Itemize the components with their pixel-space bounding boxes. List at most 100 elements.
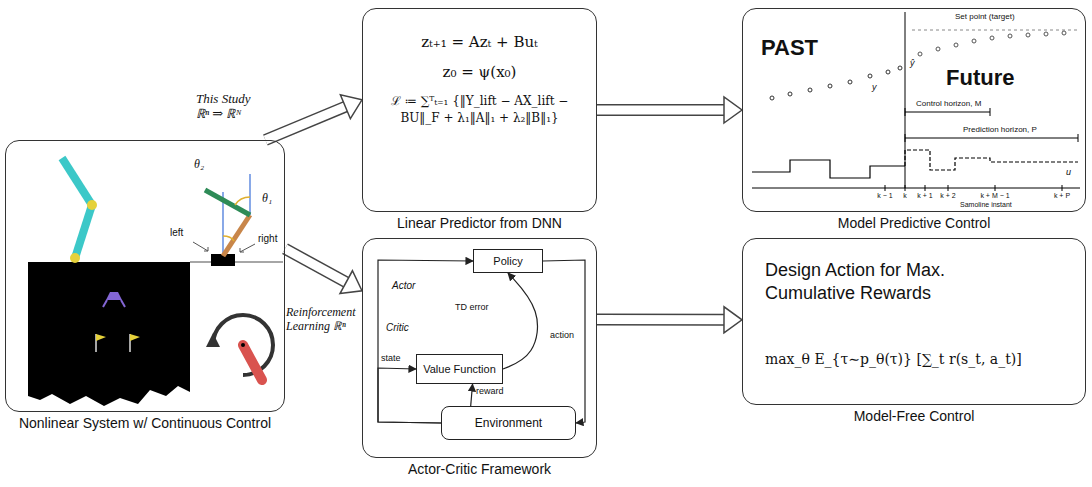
hollow-arrow <box>597 104 724 116</box>
data-point <box>886 70 890 74</box>
hollow-arrowhead <box>724 307 742 333</box>
rotation-arrowhead <box>206 333 220 347</box>
panel-box: PASTFutureModel Predictive Control <box>742 8 1086 212</box>
annotation-label: Control horizon, M <box>916 99 981 108</box>
data-point <box>808 88 812 92</box>
flag <box>96 334 106 341</box>
connector <box>543 260 585 423</box>
acrobot <box>62 158 97 263</box>
panel-box: Design Action for Max. Cumulative Reward… <box>742 238 1086 405</box>
hollow-arrowhead <box>724 97 742 123</box>
data-point <box>868 74 872 78</box>
angle-arc <box>223 236 234 241</box>
horizon-bar <box>905 134 1078 142</box>
annotation-label: k + 1 <box>905 192 945 200</box>
node-text: Policy <box>493 255 522 267</box>
lander-legs <box>103 300 125 307</box>
panel-box: Actor-Critic FrameworkPolicyValue Functi… <box>362 238 597 458</box>
connector <box>378 260 473 423</box>
data-point <box>848 80 852 84</box>
data-point <box>1062 31 1066 35</box>
connector <box>503 273 537 369</box>
acrobot-joint <box>70 253 80 263</box>
data-point <box>788 92 792 96</box>
flow-arrow <box>543 260 585 423</box>
annotation-label: Actor <box>392 280 415 292</box>
data-point <box>770 96 774 100</box>
hollow-arrow-fill <box>597 106 724 115</box>
node-text: ℒ ≔ ∑ᵀₜ₌₁ {‖Y_lift − AX_lift − BU‖_F + λ… <box>374 93 586 128</box>
hollow-arrowhead <box>340 271 362 294</box>
connector <box>285 249 362 294</box>
connector <box>597 307 742 333</box>
process-box: Environment <box>441 406 576 440</box>
data-point <box>918 52 922 56</box>
pivot <box>241 343 245 347</box>
node-text: Value Function <box>423 363 496 375</box>
set-point-line <box>912 30 1078 31</box>
acrobot-link <box>75 205 92 258</box>
lunar-lander <box>28 262 190 406</box>
annotation-label: Prediction horizon, P <box>963 125 1037 134</box>
panel-box: Nonlinear System w/ Continuous Control <box>5 140 285 412</box>
annotation-label: right <box>258 233 277 245</box>
caption: Actor-Critic Framework <box>333 461 626 477</box>
flow-arrow <box>378 260 473 423</box>
direction-arrow <box>240 244 255 252</box>
caption: Nonlinear System w/ Continuous Control <box>0 415 314 431</box>
node-text: Future <box>946 65 1014 91</box>
horizon-bar <box>905 108 990 116</box>
hollow-arrow <box>265 107 345 140</box>
present-line <box>905 12 906 188</box>
past-input <box>752 160 905 178</box>
annotation-label: k + P <box>1042 192 1082 200</box>
edge-label: state <box>381 353 401 363</box>
pole-link <box>205 190 250 215</box>
data-point <box>954 43 958 47</box>
edge-label: TD error <box>455 302 489 312</box>
lander-body <box>106 292 122 300</box>
annotation-label: k + M − 1 <box>975 192 1015 200</box>
time-axis <box>752 185 1080 191</box>
edge-label: reward <box>476 386 504 396</box>
caption: Model-Free Control <box>713 408 1092 424</box>
hollow-arrowhead <box>340 95 362 119</box>
rotation-arrow <box>213 315 273 375</box>
pole-link <box>223 215 250 256</box>
acrobot-link <box>62 158 92 205</box>
data-point <box>1044 32 1048 36</box>
hollow-arrow-fill <box>285 249 346 282</box>
flow-arrow <box>503 273 537 369</box>
acrobot-joint <box>87 200 97 210</box>
panel-box: zₜ₊₁ = Azₜ + Buₜz₀ = ψ(x₀)ℒ ≔ ∑ᵀₜ₌₁ {‖Y_… <box>362 8 597 212</box>
pendulum <box>206 315 273 380</box>
flow-arrow <box>471 384 473 406</box>
direction-arrow <box>193 242 208 251</box>
node-text: PAST <box>761 35 818 61</box>
lunar-terrain <box>28 262 190 406</box>
node-text: max_θ E_{τ∼p_θ(τ)} [∑_t r(s_t, a_t)] <box>765 351 1022 367</box>
annotation-label: θ₁ <box>262 192 272 206</box>
data-point <box>1008 34 1012 38</box>
edge-label: action <box>550 330 574 340</box>
hollow-arrow-fill <box>597 315 724 324</box>
data-point <box>936 47 940 51</box>
annotation-label: Critic <box>386 322 409 334</box>
flag <box>130 334 140 341</box>
hollow-arrow <box>285 249 346 282</box>
annotation-label: Samoline instant <box>960 201 1012 209</box>
track <box>190 261 283 263</box>
reference-line <box>249 174 250 215</box>
future-input <box>905 150 1078 170</box>
node-text: z₀ = ψ(x₀) <box>443 63 517 81</box>
annotation-label: Set point (target) <box>955 12 1015 21</box>
process-box: Policy <box>473 249 543 273</box>
node-text: Design Action for Max. Cumulative Reward… <box>765 259 955 306</box>
measured-output <box>770 66 902 100</box>
data-point <box>828 84 832 88</box>
annotation-label: y <box>872 82 877 92</box>
connector <box>597 97 742 123</box>
pendulum-rod <box>243 345 262 380</box>
edge-label: This Study ℝⁿ ⇒ ℝᴺ <box>196 92 264 122</box>
hollow-arrow <box>597 313 724 325</box>
